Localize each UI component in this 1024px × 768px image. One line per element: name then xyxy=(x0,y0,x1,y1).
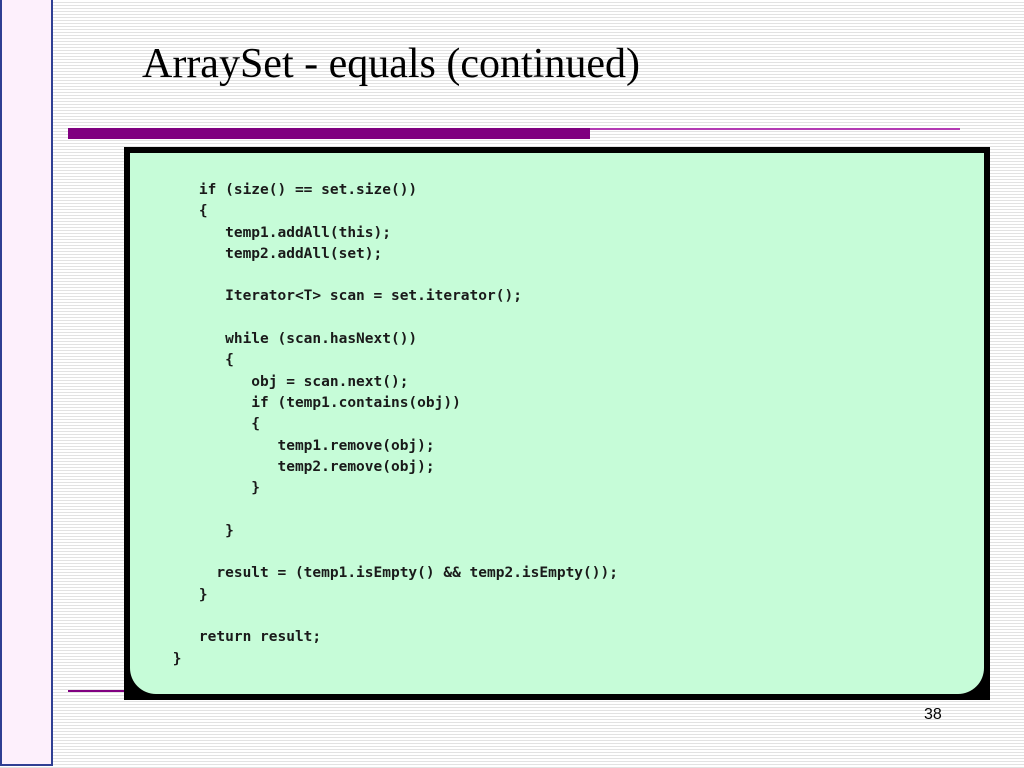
code-line-11: if (temp1.contains(obj)) xyxy=(164,394,461,411)
code-line-5 xyxy=(164,265,618,286)
code-line-8: while (scan.hasNext()) xyxy=(164,331,418,348)
slide-title: ArraySet - equals (continued) xyxy=(142,41,640,87)
code-line-17: } xyxy=(164,522,234,539)
page-number: 38 xyxy=(924,706,942,723)
code-frame: if (size() == set.size()) { temp1.addAll… xyxy=(124,147,990,700)
code-line-20: } xyxy=(164,586,208,603)
code-line-21 xyxy=(164,606,618,627)
code-line-14: temp2.remove(obj); xyxy=(164,458,435,475)
code-line-4: temp2.addAll(set); xyxy=(164,245,383,262)
code-line-1: if (size() == set.size()) xyxy=(164,182,418,198)
code-panel: if (size() == set.size()) { temp1.addAll… xyxy=(130,153,984,694)
left-decorative-strip xyxy=(0,0,53,766)
code-line-18 xyxy=(164,542,618,563)
code-block: if (size() == set.size()) { temp1.addAll… xyxy=(164,180,618,670)
title-underline-thin xyxy=(590,128,960,130)
code-line-7 xyxy=(164,308,618,329)
title-underline-thick xyxy=(68,128,590,139)
code-line-9: { xyxy=(164,352,234,369)
code-line-6: Iterator<T> scan = set.iterator(); xyxy=(164,288,522,305)
code-line-19: result = (temp1.isEmpty() && temp2.isEmp… xyxy=(164,565,618,582)
code-line-12: { xyxy=(164,416,261,433)
code-line-2: { xyxy=(164,203,208,220)
bottom-left-rule xyxy=(68,690,130,692)
code-line-13: temp1.remove(obj); xyxy=(164,437,435,454)
code-line-22: return result; xyxy=(164,629,322,646)
code-line-10: obj = scan.next(); xyxy=(164,373,409,390)
code-line-16 xyxy=(164,499,618,520)
code-line-3: temp1.addAll(this); xyxy=(164,224,391,241)
code-line-23: } xyxy=(164,650,182,667)
code-line-15: } xyxy=(164,480,261,497)
